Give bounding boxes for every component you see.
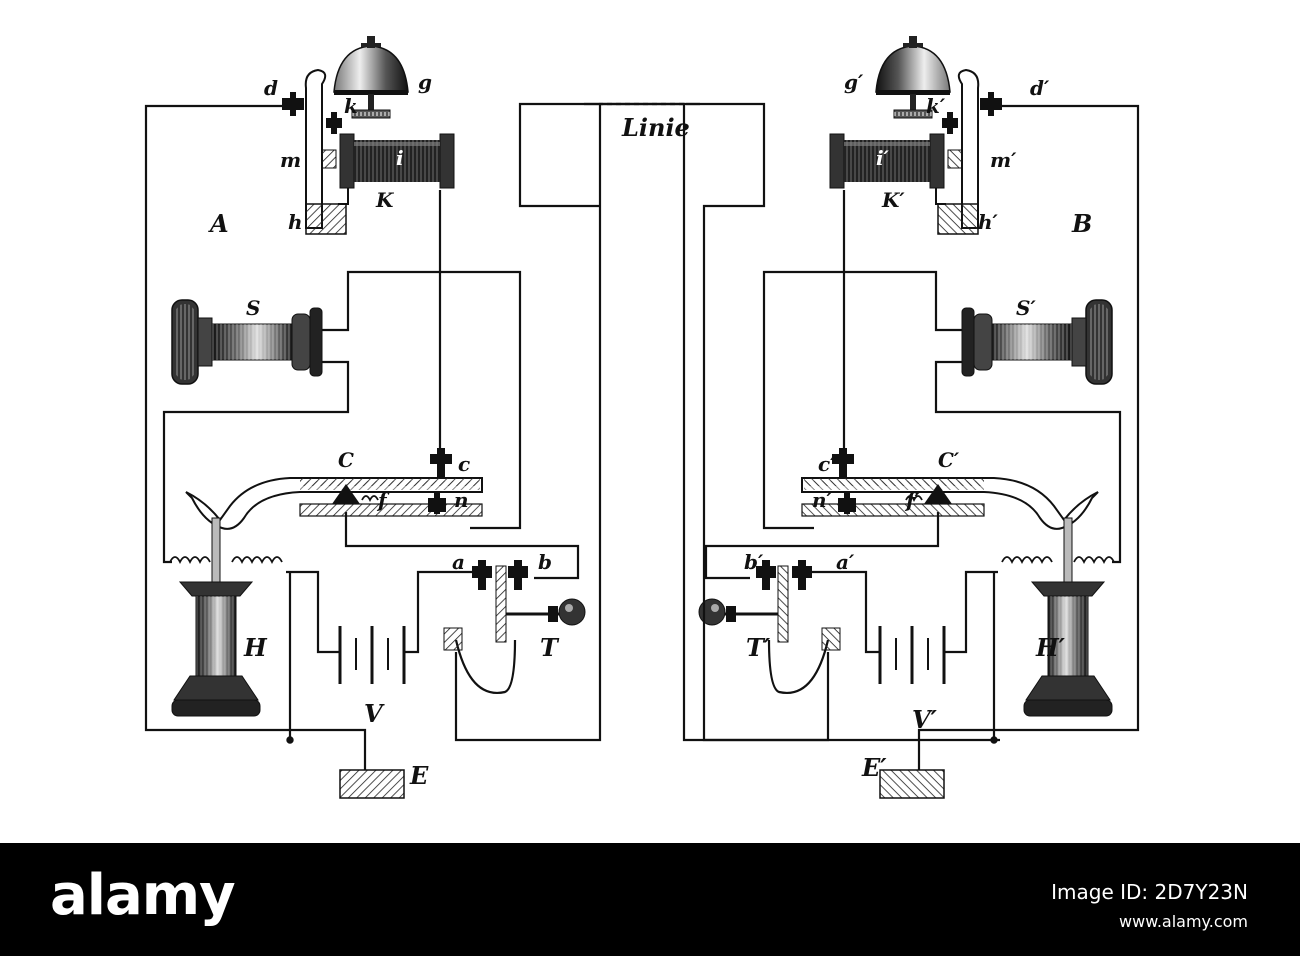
label-b-K: K′ xyxy=(882,188,905,212)
label-b-g: g′ xyxy=(844,70,864,94)
station-a-apparatus xyxy=(146,36,700,798)
label-a-a: a xyxy=(452,550,465,574)
label-a-g: g xyxy=(418,70,432,94)
image-id-text: Image ID: 2D7Y23N xyxy=(1051,880,1248,904)
label-b-a: a′ xyxy=(836,550,855,574)
label-a-c: c xyxy=(458,452,471,476)
label-b-f: f′ xyxy=(906,488,920,512)
watermark-logo: alamy xyxy=(50,863,236,928)
label-b-m: m′ xyxy=(990,148,1017,172)
watermark-image-id: Image ID: 2D7Y23N www.alamy.com xyxy=(1051,880,1248,931)
label-a-m: m xyxy=(280,148,302,172)
label-b-d: d′ xyxy=(1030,76,1050,100)
label-a-h: h xyxy=(288,210,303,234)
watermark-bar xyxy=(0,843,1300,956)
label-b-V: V′ xyxy=(912,705,937,734)
label-b-S: S′ xyxy=(1016,296,1036,320)
label-a-k: k xyxy=(344,94,358,118)
label-a-i: i xyxy=(396,146,404,170)
label-b-T: T′ xyxy=(746,633,771,662)
label-a-E: E xyxy=(410,761,429,790)
label-b-H: H′ xyxy=(1036,633,1066,662)
label-station-a: A xyxy=(210,209,229,238)
label-b-n: n′ xyxy=(812,488,832,512)
label-a-V: V xyxy=(364,699,383,728)
label-b-C: C′ xyxy=(938,448,960,472)
label-a-C: C xyxy=(338,448,354,472)
label-b-k: k′ xyxy=(926,94,946,118)
station-b-apparatus xyxy=(584,36,1138,798)
circuit-drawing xyxy=(0,0,1300,843)
label-a-b: b xyxy=(538,550,552,574)
label-a-f: f xyxy=(378,488,387,512)
label-a-S: S xyxy=(246,296,261,320)
line-label: Linie xyxy=(622,113,690,142)
label-b-c: c′ xyxy=(818,452,836,476)
label-b-i: i′ xyxy=(876,146,889,170)
label-b-h: h′ xyxy=(978,210,998,234)
label-b-b: b′ xyxy=(744,550,764,574)
label-a-n: n xyxy=(454,488,469,512)
site-url: www.alamy.com xyxy=(1119,912,1248,931)
label-a-H: H xyxy=(244,633,267,662)
label-a-T: T xyxy=(540,633,558,662)
label-station-b: B xyxy=(1072,209,1093,238)
label-a-d: d xyxy=(264,76,278,100)
label-a-K: K xyxy=(376,188,394,212)
label-b-E: E′ xyxy=(862,753,887,782)
line-wire xyxy=(518,102,1000,742)
